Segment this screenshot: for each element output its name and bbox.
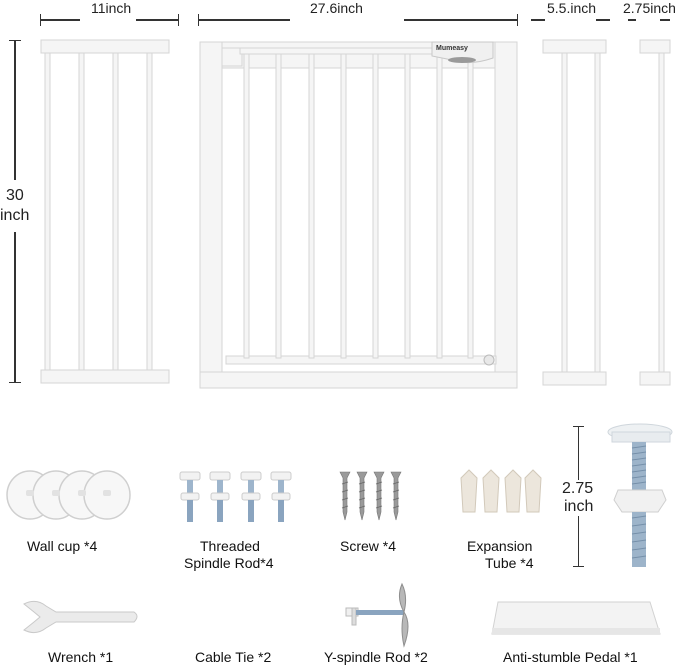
- width-2-75-label: 2.75inch: [623, 0, 676, 16]
- height-dimension-line: [14, 232, 16, 382]
- dimension-tick: [40, 14, 41, 26]
- spindle-length-unit: inch: [564, 498, 594, 516]
- extension-5-5-inch: [542, 39, 607, 386]
- wall-cup-caption: Wall cup *4: [27, 538, 98, 554]
- dimension-line: [404, 19, 518, 21]
- y-spindle-caption: Y-spindle Rod *2: [324, 649, 428, 665]
- dimension-tick: [9, 382, 21, 383]
- pedal-caption: Anti-stumble Pedal *1: [503, 649, 638, 665]
- width-27-label: 27.6inch: [310, 0, 363, 16]
- height-unit: inch: [0, 207, 30, 224]
- extension-11-inch: [40, 39, 170, 384]
- height-value: 30: [6, 187, 24, 204]
- screw-caption: Screw *4: [340, 538, 397, 554]
- dimension-line: [628, 19, 636, 21]
- brand-label: Mumeasy: [436, 45, 468, 52]
- cable-tie-caption: Cable Tie *2: [195, 649, 272, 665]
- width-11-label: 11inch: [91, 0, 132, 16]
- expansion-tube-caption-line1: Expansion: [467, 538, 533, 554]
- dimension-line: [198, 19, 290, 21]
- dimension-tick: [178, 14, 179, 26]
- dimension-line: [660, 19, 670, 21]
- dimension-line: [136, 19, 179, 21]
- width-5-5-label: 5.5.inch: [547, 0, 597, 16]
- gate-latch: [431, 41, 495, 366]
- dimension-line: [596, 19, 610, 21]
- spindle-rod-caption-line2: Spindle Rod*4: [184, 555, 274, 571]
- dimension-tick: [517, 14, 518, 26]
- height-dimension-line: [14, 40, 16, 180]
- spindle-rod-caption-line1: Threaded: [200, 538, 260, 554]
- dimension-tick: [573, 566, 584, 567]
- expansion-tube-caption-line2: Tube *4: [485, 555, 534, 571]
- dimension-line: [531, 19, 545, 21]
- dimension-line: [40, 19, 80, 21]
- wrench-caption: Wrench *1: [48, 649, 114, 665]
- dimension-tick: [9, 40, 21, 41]
- dimension-tick: [198, 14, 199, 26]
- spindle-length-value: 2.75: [562, 480, 594, 498]
- dimension-tick: [573, 426, 584, 427]
- extension-2-75-inch: [639, 39, 671, 386]
